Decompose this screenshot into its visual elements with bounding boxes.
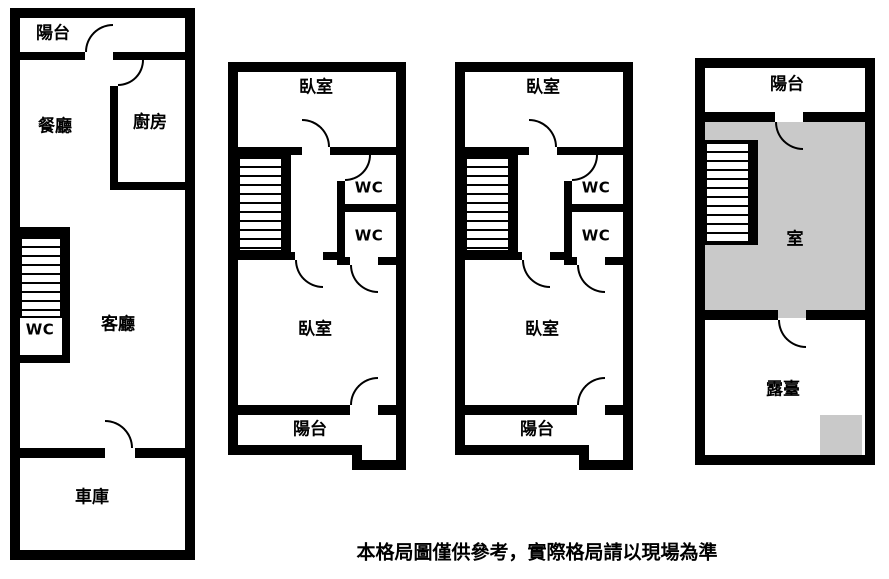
floor-1-outline: 陽台 餐廳 廚房 WC 客廳 車庫	[10, 8, 195, 560]
wall-segment	[557, 147, 623, 155]
door-arc	[350, 377, 378, 405]
wall-segment	[20, 52, 85, 60]
door-arc	[302, 119, 330, 147]
door-arc	[778, 320, 806, 348]
wall-segment	[465, 147, 529, 155]
wall-segment	[20, 448, 105, 458]
wall-segment	[20, 227, 70, 235]
door-arc	[522, 260, 550, 288]
staircase	[238, 155, 283, 252]
door-arc	[350, 265, 378, 293]
room-label-balcony: 陽台	[293, 419, 327, 440]
room-label-wc-lower: WC	[581, 226, 611, 245]
balcony-step-outline	[352, 445, 406, 470]
room-label-wc-upper: WC	[581, 178, 611, 197]
room-label-wc: WC	[25, 320, 55, 339]
wall-segment	[110, 182, 185, 190]
room-label-bedroom-top: 臥室	[299, 77, 333, 98]
staircase	[465, 155, 510, 252]
wall-segment	[113, 52, 185, 60]
disclaimer-text: 本格局圖僅供參考，實際格局請以現場為準	[356, 541, 718, 564]
wall-segment	[110, 86, 118, 190]
wall-segment	[564, 257, 577, 265]
wall-segment	[238, 252, 295, 260]
room-label-balcony: 陽台	[520, 419, 554, 440]
wall-segment	[465, 405, 577, 415]
room-label-kitchen: 廚房	[133, 112, 167, 133]
room-label-room: 室	[786, 229, 804, 250]
floor-4-outline: 陽台 室 露臺	[695, 58, 875, 465]
wall-segment	[605, 405, 623, 415]
wall-segment	[550, 252, 572, 260]
wall-segment	[564, 181, 572, 265]
room-label-living: 客廳	[101, 314, 135, 335]
wall-segment	[806, 310, 865, 320]
wall-segment	[378, 405, 396, 415]
room-label-terrace: 露臺	[766, 379, 800, 400]
room-label-bedroom-bottom: 臥室	[298, 319, 332, 340]
wall-segment	[605, 257, 623, 265]
floor-3-outline: 臥室 WC WC 臥室 陽台	[455, 62, 633, 455]
room-label-balcony: 陽台	[770, 74, 804, 95]
door-arc	[345, 155, 371, 181]
wall-segment	[803, 112, 865, 122]
door-arc	[118, 60, 144, 86]
room-label-garage: 車庫	[75, 487, 109, 508]
room-label-wc-lower: WC	[354, 226, 384, 245]
wall-segment	[564, 204, 623, 212]
door-arc	[572, 155, 598, 181]
door-arc	[105, 420, 133, 448]
room-label-dining: 餐廳	[38, 116, 72, 137]
wall-segment	[62, 227, 70, 363]
door-arc	[577, 265, 605, 293]
wall-segment	[323, 252, 345, 260]
wall-segment	[337, 204, 396, 212]
wall-segment	[465, 252, 522, 260]
wall-segment	[238, 405, 350, 415]
wall-segment	[378, 257, 396, 265]
room-label-bedroom-top: 臥室	[526, 77, 560, 98]
room-label-bedroom-bottom: 臥室	[525, 319, 559, 340]
wall-segment	[750, 140, 758, 245]
wall-segment	[337, 257, 350, 265]
wall-segment	[283, 147, 291, 252]
room-label-wc-upper: WC	[354, 178, 384, 197]
shaded-block	[820, 415, 862, 455]
wall-segment	[330, 147, 396, 155]
wall-segment	[238, 147, 302, 155]
staircase	[705, 140, 750, 245]
door-arc	[85, 24, 113, 52]
balcony-step-outline	[579, 445, 633, 470]
door-arc	[529, 119, 557, 147]
wall-segment	[20, 355, 70, 363]
door-arc	[295, 260, 323, 288]
staircase	[20, 235, 62, 318]
wall-segment	[705, 112, 775, 122]
wall-segment	[705, 310, 778, 320]
wall-segment	[135, 448, 185, 458]
room-label-balcony: 陽台	[36, 23, 70, 44]
wall-segment	[337, 181, 345, 265]
floor-2-outline: 臥室 WC WC 臥室 陽台	[228, 62, 406, 455]
wall-segment	[510, 147, 518, 252]
door-arc	[577, 377, 605, 405]
